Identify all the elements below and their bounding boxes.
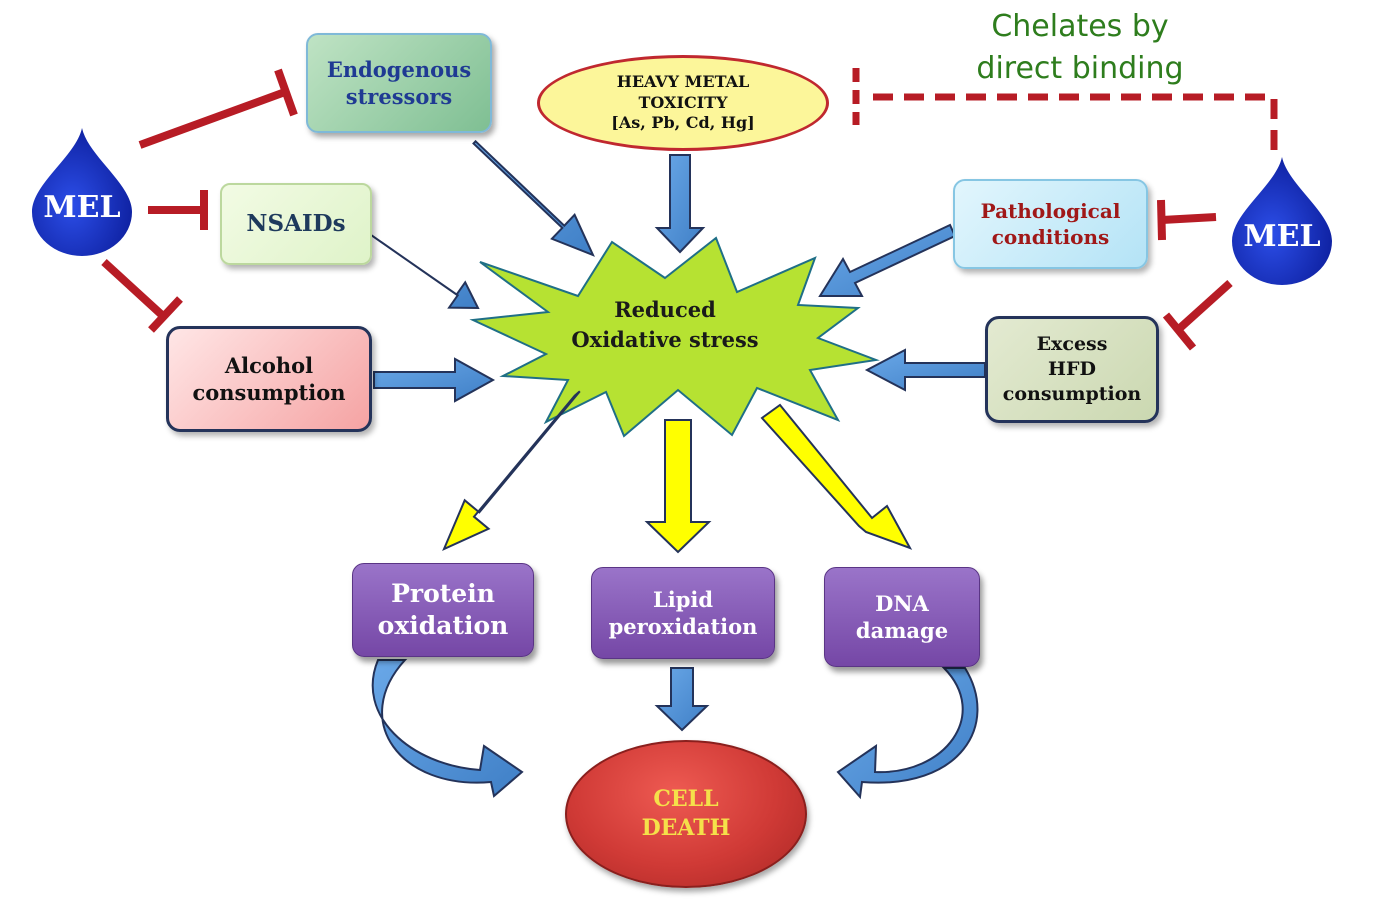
hfd-line3: consumption xyxy=(1002,382,1142,405)
pathological-conditions-box: Pathological conditions xyxy=(953,179,1148,269)
burst-to-dna-arrow xyxy=(760,403,913,550)
inhibit-pathological-line xyxy=(1161,213,1217,224)
heavy-line2: TOXICITY xyxy=(638,92,728,112)
nsaids-to-burst-arrow xyxy=(367,231,480,310)
inhibit-pathological-bar xyxy=(1157,199,1166,241)
chelation-dashed-inhibition xyxy=(852,68,1278,150)
center-line1: Reduced xyxy=(614,297,716,322)
nsaids-box: NSAIDs xyxy=(220,183,372,265)
endogenous-to-burst-arrow xyxy=(472,139,595,257)
mel-left-label: MEL xyxy=(43,189,121,225)
alcohol-line2: consumption xyxy=(192,380,346,405)
inhibit-hfd-bar xyxy=(1162,312,1197,351)
dna-line2: damage xyxy=(855,618,949,643)
inhibit-endogenous-bar xyxy=(274,68,298,117)
chelation-label: Chelates by direct binding xyxy=(940,6,1220,90)
death-line2: DEATH xyxy=(641,815,731,841)
drop-icon xyxy=(32,128,132,256)
protein-to-death-curved-arrow xyxy=(371,659,524,798)
hfd-line1: Excess xyxy=(1036,333,1108,356)
pathological-to-burst-arrow xyxy=(818,223,957,297)
lipid-line2: peroxidation xyxy=(608,614,758,639)
lipid-peroxidation-box: Lipid peroxidation xyxy=(591,567,775,659)
mel-right-label: MEL xyxy=(1243,218,1321,254)
mel-left-inhibitions xyxy=(101,68,298,333)
pathological-line2: conditions xyxy=(991,225,1110,249)
death-line1: CELL xyxy=(653,786,719,813)
pathological-line1: Pathological xyxy=(980,199,1121,223)
center-line2: Oxidative stress xyxy=(571,327,759,353)
lipid-to-death-arrow xyxy=(654,667,710,732)
burst-to-lipid-arrow xyxy=(644,419,712,554)
cell-death-ellipse: CELL DEATH xyxy=(565,740,807,888)
endogenous-stressors-box: Endogenous stressors xyxy=(306,33,492,133)
inhibit-alcohol-bar xyxy=(148,296,183,333)
endogenous-line1: Endogenous xyxy=(326,56,472,82)
melatonin-left-drop: MEL xyxy=(28,126,136,258)
hfd-to-burst-arrow xyxy=(864,348,986,392)
inhibit-hfd-line xyxy=(1177,280,1233,331)
heavy-line3: [As, Pb, Cd, Hg] xyxy=(611,113,755,133)
heavy-line1: HEAVY METAL xyxy=(616,71,750,91)
drop-icon xyxy=(1232,157,1332,285)
chelation-line2: direct binding xyxy=(976,51,1184,86)
nsaids-line1: NSAIDs xyxy=(246,210,346,238)
excess-hfd-consumption-box: Excess HFD consumption xyxy=(985,316,1159,423)
burst-to-protein-arrow xyxy=(442,390,581,551)
dna-damage-box: DNA damage xyxy=(824,567,980,667)
hfd-line2: HFD xyxy=(1048,358,1096,381)
alcohol-consumption-box: Alcohol consumption xyxy=(166,326,372,432)
endogenous-line2: stressors xyxy=(345,84,453,109)
heavy-metal-toxicity-ellipse: HEAVY METAL TOXICITY [As, Pb, Cd, Hg] xyxy=(537,55,829,151)
inhibit-endogenous-line xyxy=(138,88,287,149)
protein-line2: oxidation xyxy=(377,611,509,640)
alcohol-line1: Alcohol xyxy=(224,352,314,378)
dna-to-death-curved-arrow xyxy=(836,667,979,800)
protein-line1: Protein xyxy=(391,578,495,608)
heavy-metal-to-burst-arrow xyxy=(654,154,706,254)
alcohol-to-burst-arrow xyxy=(373,357,496,403)
mel-right-inhibitions xyxy=(1157,199,1233,351)
lipid-line1: Lipid xyxy=(652,586,714,612)
oxidative-stress-burst xyxy=(469,236,880,438)
protein-oxidation-box: Protein oxidation xyxy=(352,563,534,657)
dna-line1: DNA xyxy=(875,590,929,616)
inhibit-alcohol-line xyxy=(101,259,166,319)
chelation-line1: Chelates by xyxy=(991,9,1169,44)
melatonin-right-drop: MEL xyxy=(1228,155,1336,287)
oxidative-stress-label: Reduced Oxidative stress xyxy=(545,295,785,356)
